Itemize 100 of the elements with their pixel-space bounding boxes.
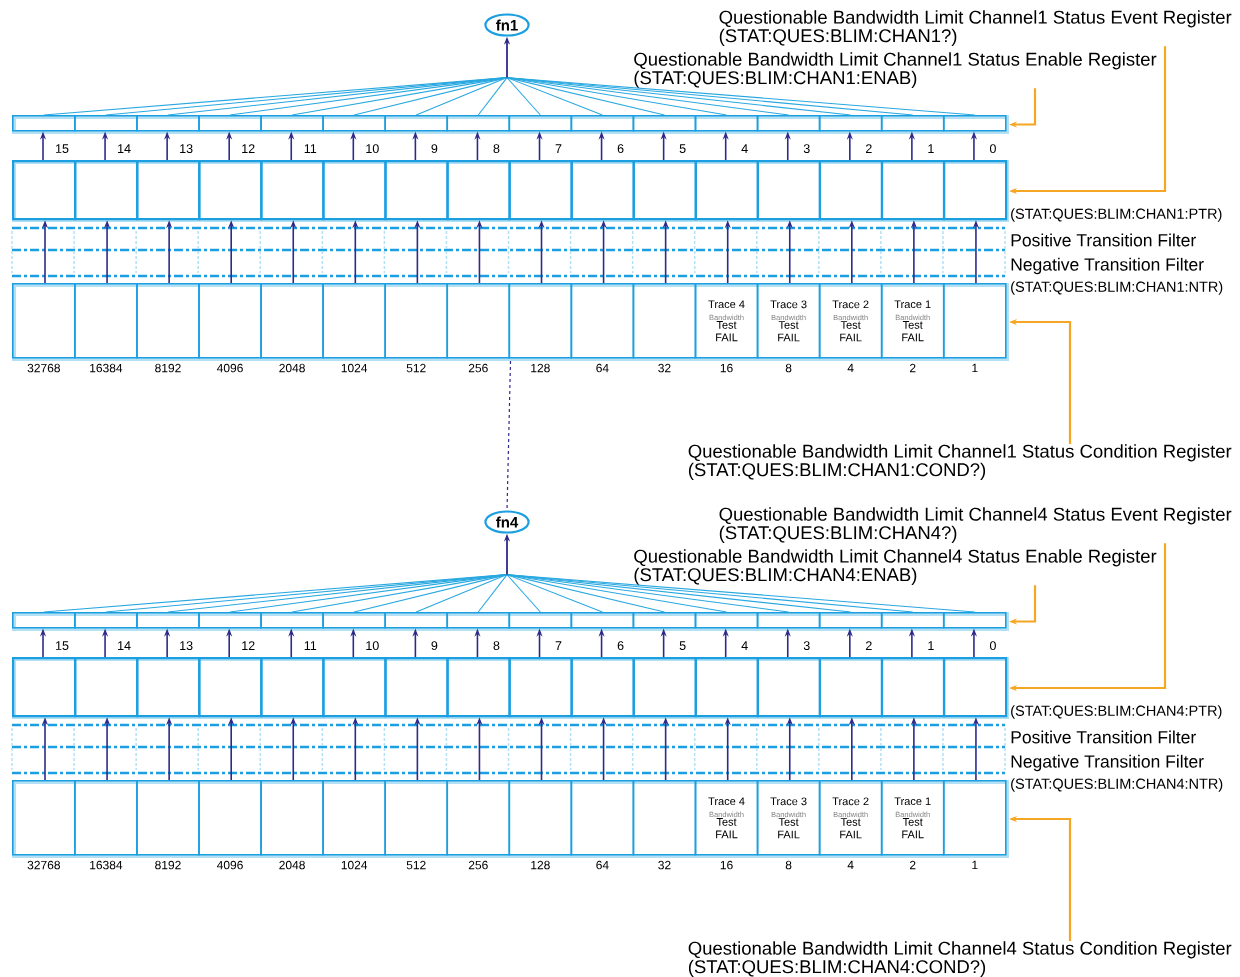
register-cell: [508, 115, 573, 132]
bit-weight: 4: [847, 363, 854, 373]
register-cell: [880, 657, 946, 718]
bit-weight: 64: [596, 363, 609, 373]
bit-number: 4: [740, 640, 750, 651]
register-label: Questionable Bandwidth Limit Channel1 Status Condition Register (STAT:QUES:BLIM:CHAN1:COND?): [688, 444, 1232, 480]
register-cell: [756, 657, 821, 718]
bit-weight: 4096: [216, 860, 243, 870]
bit-weight: 32768: [27, 363, 60, 373]
register-cell: [818, 160, 884, 221]
register-cell: [12, 115, 76, 132]
bit-number: 6: [616, 640, 626, 651]
summary-line: [353, 574, 508, 613]
summary-line: [506, 574, 603, 613]
bit-number: 12: [240, 143, 257, 154]
register-cell: [818, 657, 884, 718]
bit-number: 8: [491, 640, 501, 651]
bit-number: 2: [864, 640, 874, 651]
summary-line: [506, 77, 541, 116]
bit-weight: 1: [972, 860, 978, 870]
bit-weight: 1024: [341, 363, 368, 373]
bit-number: 3: [802, 143, 812, 155]
register-cell: [198, 657, 263, 718]
register-cell: [694, 160, 759, 221]
register-cell: [942, 115, 1007, 132]
register-label: Questionable Bandwidth Limit Channel1 Status Enable Register (STAT:QUES:BLIM:CHAN1:ENAB): [634, 52, 1157, 88]
bit-number: 15: [54, 143, 70, 154]
bit-weight: 8192: [155, 363, 181, 373]
register-cell: [880, 160, 946, 221]
bit-weight: 256: [468, 363, 488, 373]
filter-label: (STAT:QUES:BLIM:CHAN4:NTR): [1011, 778, 1223, 792]
bit-number: 9: [429, 143, 439, 155]
register-cell: [74, 612, 138, 629]
filter-label: Positive Transition Filter: [1011, 233, 1196, 247]
bit-number: 0: [988, 143, 998, 155]
bit-weight: 16: [720, 363, 733, 373]
bit-number: 1: [926, 640, 936, 651]
filter-label: (STAT:QUES:BLIM:CHAN4:PTR): [1011, 705, 1222, 719]
register-cell: [198, 612, 262, 629]
bit-number: 1: [926, 143, 936, 154]
filter-label: (STAT:QUES:BLIM:CHAN1:PTR): [1011, 208, 1222, 222]
bit-weight: 128: [531, 363, 550, 373]
filter-label: Negative Transition Filter: [1011, 257, 1204, 275]
register-cell: [756, 612, 821, 629]
bit-number: 4: [740, 143, 750, 154]
event-register: [12, 160, 1009, 222]
condition-register: [12, 780, 1009, 858]
register-cell: [322, 160, 387, 221]
bit-weight: 4: [847, 860, 854, 870]
register-cell: [508, 657, 573, 718]
register-cell: [136, 115, 200, 132]
bit-weight: 8: [785, 860, 792, 870]
register-cell: [198, 160, 263, 221]
summary-line: [506, 574, 728, 613]
register-cell: [322, 115, 386, 132]
register-cell: [74, 160, 139, 221]
bit-number: 10: [364, 143, 381, 155]
bit-number: 2: [864, 143, 874, 154]
bit-weight: 1024: [341, 860, 368, 870]
bit-weight: 2: [909, 363, 916, 373]
bit-weight: 64: [596, 860, 609, 870]
register-cell: [508, 612, 573, 629]
register-cell: [818, 115, 883, 132]
summary-line: [506, 77, 728, 116]
register-cell: [260, 160, 325, 221]
bit-number: 13: [178, 640, 195, 651]
bit-number: 5: [678, 640, 688, 651]
bit-weight: 16384: [90, 363, 123, 373]
bit-weight: 128: [531, 860, 550, 870]
bit-number: 14: [116, 640, 132, 651]
bit-weight: 16: [720, 860, 733, 870]
register-cell: [12, 657, 77, 718]
bit-weight: 4096: [216, 363, 243, 373]
register-cell: [632, 115, 697, 132]
summary-line: [506, 77, 852, 116]
register-cell: [74, 115, 138, 132]
bit-weight: 32768: [27, 860, 60, 870]
register-cell: [260, 115, 324, 132]
bit-weight: 16384: [90, 860, 123, 870]
bit-weight: 32: [658, 363, 671, 373]
summary-line: [291, 574, 508, 613]
register-cell: [632, 160, 697, 221]
bit-number: 12: [240, 640, 257, 651]
register-cell: [446, 115, 511, 132]
register-cell: [694, 657, 759, 718]
bit-weight: 8: [785, 363, 792, 373]
summary-line: [506, 574, 541, 613]
summary-line: [477, 77, 508, 116]
register-cell: [570, 115, 635, 132]
register-cell: [74, 657, 139, 718]
register-cell: [570, 612, 635, 629]
register-cell: [136, 160, 201, 221]
register-cell: [694, 115, 759, 132]
bit-weight: 2048: [279, 860, 305, 870]
register-cell: [322, 612, 386, 629]
register-cell: [570, 657, 635, 718]
bit-weight: 512: [406, 363, 426, 373]
register-cell: [756, 160, 821, 221]
summary-line: [477, 574, 508, 613]
bit-number: 9: [429, 640, 439, 651]
